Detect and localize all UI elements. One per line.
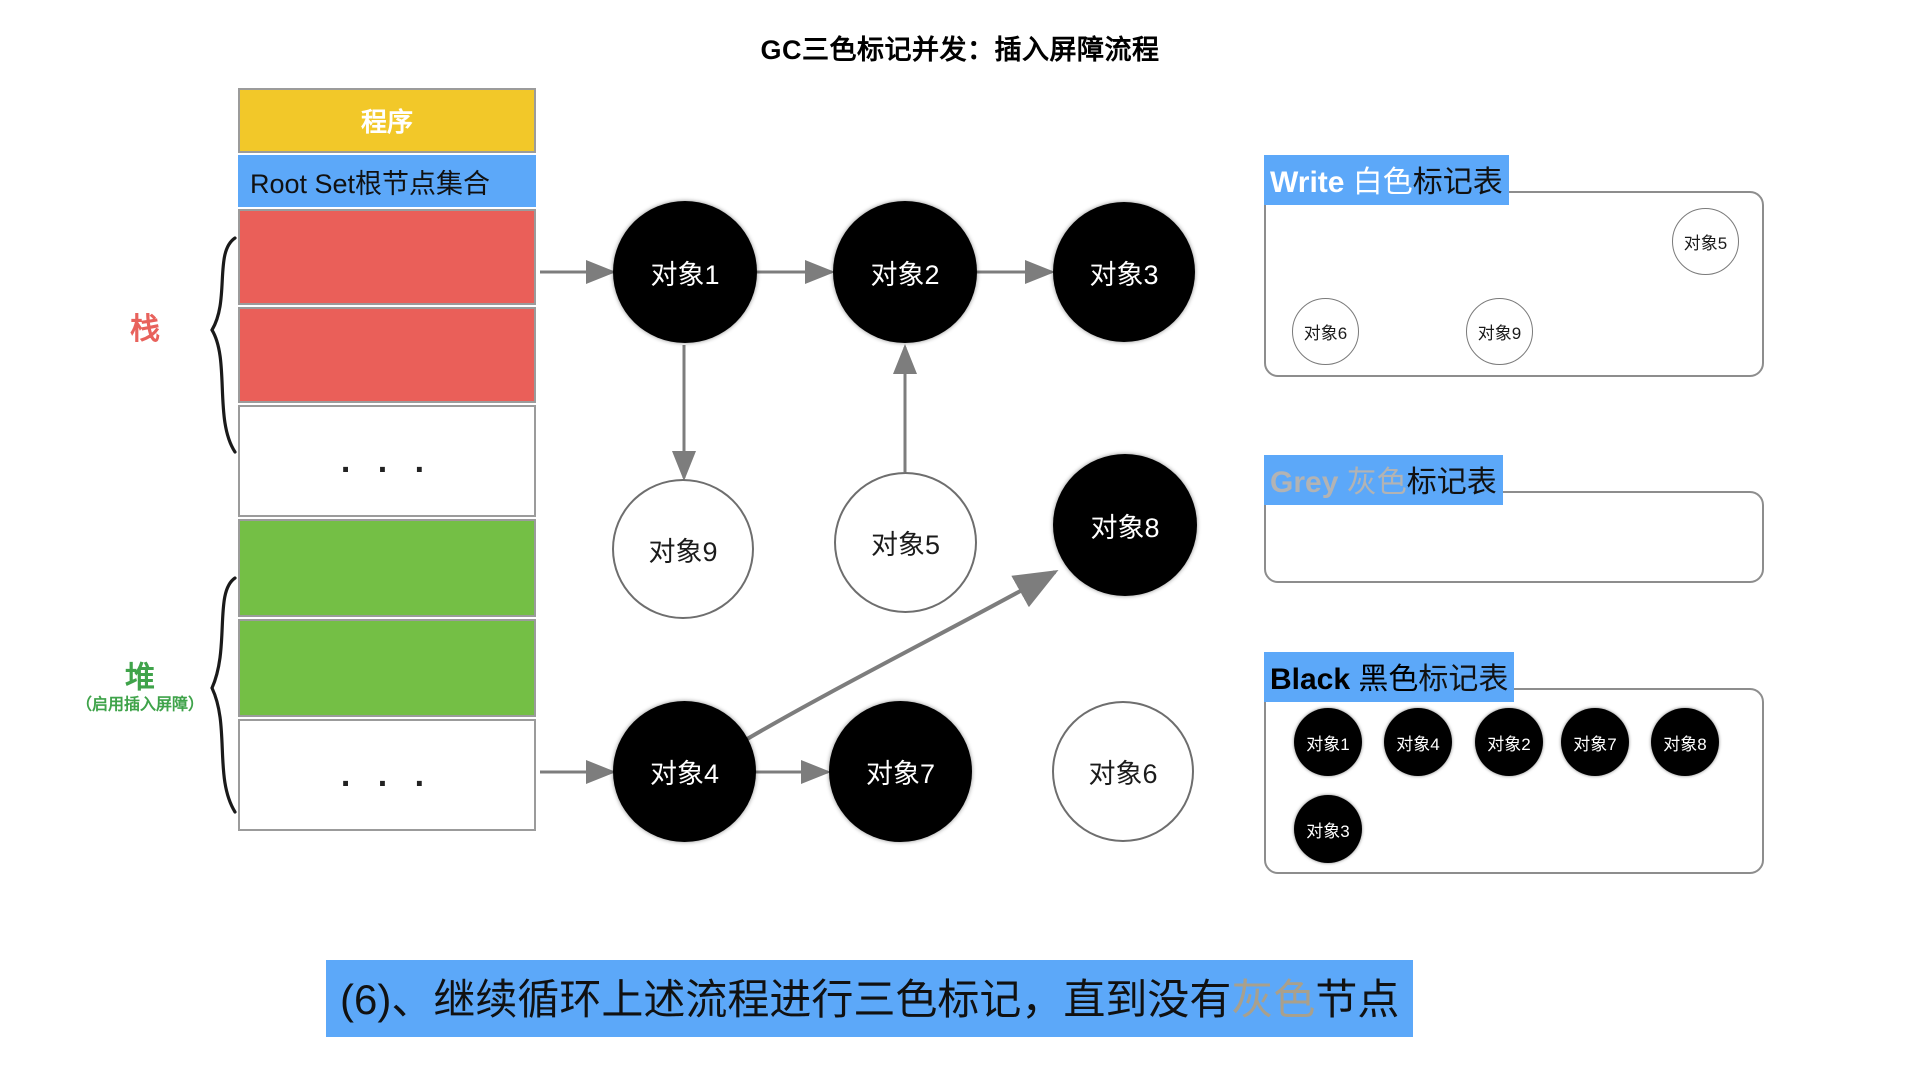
black-mark-chip-obj7[interactable]: 对象7	[1561, 708, 1629, 776]
step-caption-highlight: 灰色	[1231, 976, 1316, 1023]
black-mark-chip-obj4-label: 对象4	[1396, 734, 1440, 754]
black-mark-table-title-color: 黑色	[1358, 663, 1419, 696]
memory-cell-program: 程序	[238, 88, 536, 153]
black-mark-chip-obj3-label: 对象3	[1306, 821, 1350, 841]
grey-mark-table: Grey 灰色标记表	[1264, 455, 1764, 583]
graph-node-obj9-label: 对象9	[648, 536, 718, 567]
page-title: GC三色标记并发：插入屏障流程	[760, 35, 1160, 65]
white-mark-table-title-color: 白色	[1352, 166, 1413, 199]
black-mark-table-box: 对象1 对象4 对象2 对象7 对象8 对象3	[1264, 688, 1764, 874]
step-caption-prefix: (6)、继续循环上述流程进行三色标记，直到没有	[340, 976, 1232, 1023]
step-caption-suffix: 节点	[1315, 976, 1400, 1023]
white-mark-table-title: Write 白色标记表	[1264, 155, 1509, 205]
white-mark-table-title-en: Write	[1270, 166, 1353, 199]
graph-node-obj8-label: 对象8	[1090, 512, 1160, 543]
graph-node-obj7-label: 对象7	[865, 759, 936, 789]
graph-node-obj2[interactable]: 对象2	[833, 201, 977, 343]
memory-cell-stack-slot-2	[238, 307, 536, 403]
graph-node-obj5-label: 对象5	[870, 530, 941, 560]
black-mark-chip-obj4[interactable]: 对象4	[1384, 708, 1452, 776]
graph-node-obj8[interactable]: 对象8	[1053, 454, 1197, 596]
memory-cell-heap-slot-1	[238, 519, 536, 617]
graph-node-obj9[interactable]: 对象9	[612, 479, 754, 619]
white-mark-chip-obj9[interactable]: 对象9	[1466, 298, 1533, 365]
black-mark-table-title: Black 黑色标记表	[1264, 652, 1515, 702]
graph-node-obj4[interactable]: 对象4	[613, 701, 756, 842]
graph-node-obj6-label: 对象6	[1088, 759, 1158, 789]
memory-cell-stack-ellipsis: . . .	[238, 405, 536, 517]
memory-cell-heap-slot-2	[238, 619, 536, 717]
memory-cell-root-set: Root Set根节点集合	[238, 155, 536, 207]
white-mark-table: Write 白色标记表 对象5 对象6 对象9	[1264, 155, 1764, 377]
graph-node-obj4-label: 对象4	[649, 759, 720, 789]
black-mark-chip-obj7-label: 对象7	[1573, 734, 1617, 754]
stack-label-main: 栈	[130, 312, 160, 346]
white-mark-chip-obj6[interactable]: 对象6	[1292, 298, 1359, 365]
grey-mark-table-title-en: Grey	[1270, 466, 1347, 499]
white-mark-chip-obj9-label: 对象9	[1477, 324, 1522, 343]
white-mark-table-box: 对象5 对象6 对象9	[1264, 191, 1764, 377]
black-mark-chip-obj2[interactable]: 对象2	[1475, 708, 1543, 776]
black-mark-chip-obj3[interactable]: 对象3	[1294, 795, 1362, 863]
graph-node-obj1-label: 对象1	[650, 259, 720, 290]
graph-node-obj6[interactable]: 对象6	[1052, 701, 1194, 842]
heap-label-sub: （启用插入屏障）	[75, 696, 204, 714]
black-mark-chip-obj1[interactable]: 对象1	[1294, 708, 1362, 776]
grey-mark-table-title-rest: 标记表	[1406, 466, 1497, 499]
black-mark-chip-obj1-label: 对象1	[1306, 734, 1350, 754]
graph-node-obj3-label: 对象3	[1089, 259, 1159, 290]
black-mark-chip-obj8-label: 对象8	[1663, 734, 1707, 754]
heap-label: 堆 （启用插入屏障）	[40, 662, 240, 715]
grey-mark-table-title: Grey 灰色标记表	[1264, 455, 1503, 505]
heap-label-main: 堆	[125, 661, 155, 695]
memory-column: 程序 Root Set根节点集合 . . . . . .	[238, 88, 536, 833]
black-mark-table: Black 黑色标记表 对象1 对象4 对象2 对象7 对象8 对象3	[1264, 652, 1764, 874]
memory-cell-stack-slot-1	[238, 209, 536, 305]
graph-node-obj3[interactable]: 对象3	[1053, 202, 1195, 342]
grey-mark-table-box	[1264, 491, 1764, 583]
graph-node-obj1[interactable]: 对象1	[613, 201, 757, 343]
stack-brace	[210, 236, 237, 454]
grey-mark-table-title-color: 灰色	[1346, 466, 1407, 499]
graph-node-obj2-label: 对象2	[870, 259, 940, 290]
stack-label: 栈	[90, 313, 200, 348]
graph-node-obj5[interactable]: 对象5	[834, 472, 977, 613]
black-mark-table-title-rest: 标记表	[1418, 663, 1509, 696]
black-mark-table-title-en: Black	[1270, 663, 1359, 696]
white-mark-chip-obj5[interactable]: 对象5	[1672, 208, 1739, 275]
black-mark-chip-obj2-label: 对象2	[1487, 734, 1531, 754]
step-caption: (6)、继续循环上述流程进行三色标记，直到没有灰色节点	[326, 960, 1414, 1037]
black-mark-chip-obj8[interactable]: 对象8	[1651, 708, 1719, 776]
white-mark-chip-obj6-label: 对象6	[1303, 324, 1348, 343]
memory-cell-heap-ellipsis: . . .	[238, 719, 536, 831]
graph-node-obj7[interactable]: 对象7	[829, 701, 972, 842]
white-mark-table-title-rest: 标记表	[1412, 166, 1503, 199]
white-mark-chip-obj5-label: 对象5	[1683, 234, 1728, 253]
